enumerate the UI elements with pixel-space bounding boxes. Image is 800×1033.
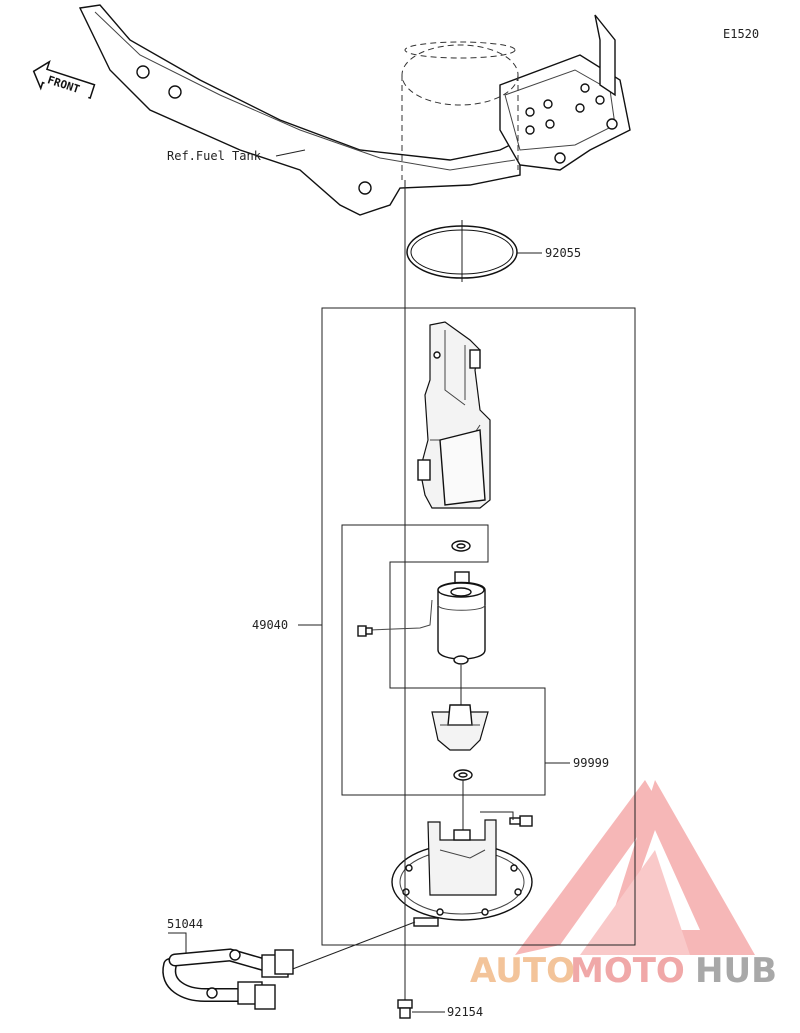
front-arrow-badge: FRONT (32, 60, 96, 100)
fuel-hose-51044 (162, 948, 294, 1010)
screw-left (357, 625, 373, 637)
fuel-filter-holder (431, 704, 489, 751)
o-ring-92055 (406, 225, 518, 279)
tank-opening-walls (401, 75, 519, 180)
leader-screw-right (480, 811, 514, 820)
pump-housing (417, 321, 491, 509)
leader-ref-fuel-tank (275, 149, 306, 157)
leader-51044 (168, 932, 187, 955)
hose-connection-line (289, 921, 416, 971)
kit-box-99999 (341, 524, 546, 796)
tank-opening-top (404, 41, 516, 59)
label-99999: 99999 (573, 756, 609, 770)
bolt-92154 (397, 999, 413, 1019)
fuel-pump-motor (369, 571, 486, 665)
watermark-auto: AUTO (470, 951, 575, 991)
watermark-hub: HUB (695, 951, 777, 991)
bracket-bolts (525, 83, 618, 164)
assembly-box-49040 (321, 307, 636, 946)
label-92154: 92154 (447, 1005, 483, 1019)
screw-right (509, 815, 533, 827)
diagram-code: E1520 (723, 27, 759, 41)
label-49040: 49040 (252, 618, 288, 632)
label-ref-fuel-tank: Ref.Fuel Tank (167, 149, 262, 163)
watermark-moto: MOTO (570, 951, 685, 991)
label-51044: 51044 (167, 917, 203, 931)
watermark-text: AUTO MOTO HUB (470, 951, 777, 991)
fuel-tank-frame (78, 4, 631, 216)
o-ring-inner (410, 229, 514, 275)
pump-base-plate (391, 819, 533, 927)
label-92055: 92055 (545, 246, 581, 260)
